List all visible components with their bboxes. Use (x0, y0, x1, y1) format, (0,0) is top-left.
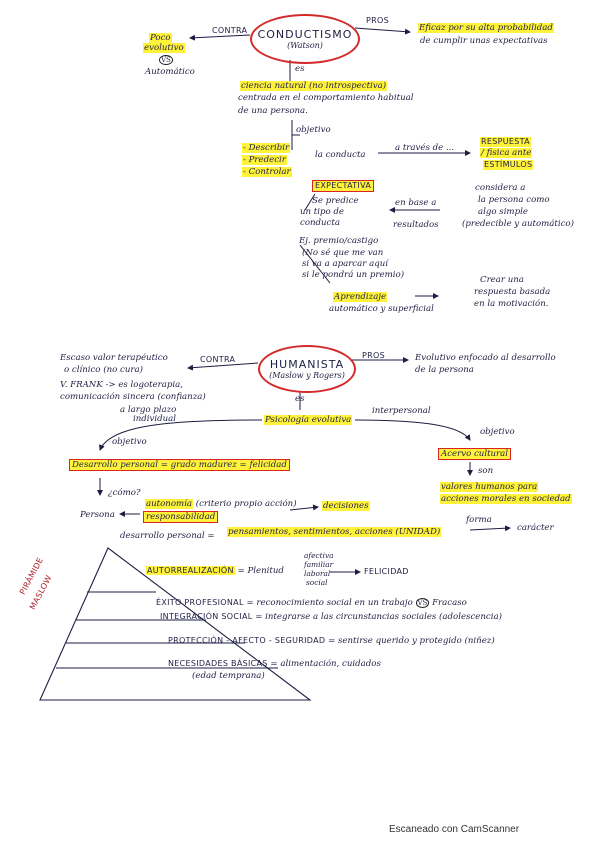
pyramid-vs: VS (415, 598, 430, 608)
conductismo-en-base: en base a (395, 198, 437, 208)
conductismo-exp-1: Se predice (312, 196, 359, 206)
humanista-contra-label: CONTRA (200, 355, 236, 364)
humanista-pensamientos: pensamientos, sentimientos, acciones (UN… (227, 527, 442, 537)
conductismo-ej-4: si le pondrá un premio) (302, 270, 405, 280)
humanista-forma: forma (466, 515, 492, 525)
humanista-persona: Persona (80, 510, 115, 520)
conductismo-estimulos: ESTÍMULOS (483, 160, 534, 170)
conductismo-def-1: ciencia natural (no introspectiva) (240, 81, 388, 91)
conductismo-contra-2: evolutivo (143, 43, 185, 53)
conductismo-a-traves: a través de ... (395, 143, 455, 153)
humanista-psico: Psicología evolutiva (264, 415, 353, 425)
humanista-pro-1: Evolutivo enfocado al desarrollo (415, 353, 556, 363)
conductismo-expectativa: EXPECTATIVA (312, 180, 375, 192)
humanista-pro-2: de la persona (415, 365, 474, 375)
conductismo-exp-3: conducta (300, 218, 340, 228)
humanista-objetivo-left: objetivo (112, 437, 147, 447)
conductismo-pro-1: Eficaz por su alta probabilidad (418, 23, 554, 33)
pyramid-social: social (306, 578, 328, 587)
humanista-responsabilidad: responsabilidad (143, 511, 219, 523)
humanista-autonomia-1: autonomía (145, 499, 194, 509)
pyramid-necesidades: NECESIDADES BÁSICAS (168, 659, 268, 668)
conductismo-es: es (295, 64, 305, 74)
pyramid-familiar: familiar (304, 560, 334, 569)
humanista-title: HUMANISTA (269, 358, 345, 371)
conductismo-exp-2: un tipo de (300, 207, 344, 217)
scanner-footer: Escaneado con CamScanner (389, 824, 520, 835)
conductismo-def-3: de una persona. (238, 106, 308, 116)
conductismo-node: CONDUCTISMO (Watson) (250, 14, 360, 64)
conductismo-author: (Watson) (287, 41, 323, 50)
pyramid-integracion: INTEGRACIÓN SOCIAL (160, 612, 253, 621)
conductismo-obj-1: - Describir (242, 143, 291, 153)
humanista-acervo: Acervo cultural (438, 448, 512, 460)
conductismo-cons-4: (predecible y automático) (462, 219, 574, 229)
conductismo-title: CONDUCTISMO (257, 28, 353, 41)
pyramid-felicidad: FELICIDAD (364, 567, 409, 576)
pyramid-necesidades-2: (edad temprana) (192, 671, 265, 681)
pyramid-laboral: laboral (304, 569, 331, 578)
conductismo-apr-1: Aprendizaje (333, 292, 388, 302)
pyramid-fracaso: Fracaso (432, 598, 467, 608)
pyramid-exito: ÉXITO PROFESIONAL (156, 598, 244, 607)
conductismo-crear-1: Crear una (480, 275, 524, 285)
pyramid-afectivo: afectiva (304, 551, 334, 560)
conductismo-ante: / fisica ante (480, 148, 533, 158)
conductismo-cons-3: algo simple (478, 207, 528, 217)
conductismo-contra-3: Automático (145, 67, 195, 77)
conductismo-apr-2: automático y superficial (329, 304, 434, 314)
conductismo-ej-1: Ej. premio/castigo (299, 236, 379, 246)
conductismo-vs: VS (159, 55, 173, 65)
humanista-contra-3: V. FRANK -> es logoterapia, (60, 380, 184, 390)
conductismo-crear-3: en la motivación. (474, 299, 549, 309)
humanista-author: (Maslow y Rogers) (269, 371, 345, 380)
pyramid-proteccion: PROTECCIÓN - AFECTO - SEGURIDAD (168, 636, 326, 645)
conductismo-contra-label: CONTRA (212, 26, 248, 35)
conductismo-crear-2: respuesta basada (474, 287, 551, 297)
humanista-es: es (295, 394, 305, 404)
humanista-contra-5: a largo plazo (120, 405, 177, 415)
humanista-desarrollo-pers: desarrollo personal = (120, 531, 215, 541)
humanista-son: son (478, 466, 494, 476)
pyramid-exito-eq: = reconocimiento social en un trabajo (246, 598, 413, 608)
conductismo-pro-2: de cumplir unas expectativas (420, 36, 548, 46)
humanista-objetivo-right: objetivo (480, 427, 515, 437)
humanista-desarrollo: Desarrollo personal = grado madurez = fe… (69, 459, 290, 471)
humanista-node: HUMANISTA (Maslow y Rogers) (258, 345, 356, 393)
conductismo-def-2: centrada en el comportamiento habitual (238, 93, 414, 103)
conductismo-contra-1: Poco (149, 33, 172, 43)
humanista-pros-label: PROS (362, 351, 385, 360)
conductismo-ej-3: si va a aparcar aquí (302, 259, 388, 269)
conductismo-obj-3: - Controlar (242, 167, 292, 177)
humanista-contra-4: comunicación sincera (confianza) (60, 392, 206, 402)
humanista-autonomia-2: (criterio propio acción) (195, 499, 297, 509)
conductismo-respuesta: RESPUESTA (480, 137, 531, 147)
pyramid-auto: AUTORREALIZACIÓN (146, 566, 235, 575)
conductismo-pros-label: PROS (366, 16, 389, 25)
conductismo-obj-text: la conducta (315, 150, 366, 160)
pyramid-proteccion-eq: = sentirse querido y protegido (niñez) (328, 636, 495, 646)
humanista-decisiones: decisiones (322, 501, 370, 511)
humanista-valores-2: acciones morales en sociedad (440, 494, 572, 504)
pyramid-auto-eq: = Plenitud (237, 566, 284, 576)
conductismo-obj-2: - Predecir (242, 155, 287, 165)
pyramid-integracion-eq: = integrarse a las circunstancias social… (255, 612, 502, 622)
conductismo-resultados: resultados (393, 220, 439, 230)
conductismo-cons-2: la persona como (478, 195, 550, 205)
conductismo-ej-2: (No sé que me van (302, 248, 384, 258)
pyramid-necesidades-eq: = alimentación, cuidados (270, 659, 381, 669)
conductismo-objetivo: objetivo (296, 125, 331, 135)
humanista-como: ¿cómo? (108, 488, 141, 498)
humanista-contra-2: o clínico (no cura) (64, 365, 143, 375)
humanista-valores-1: valores humanos para (440, 482, 539, 492)
humanista-interpersonal: interpersonal (372, 406, 431, 416)
humanista-contra-6: individual (133, 414, 177, 424)
conductismo-cons-1: considera a (475, 183, 526, 193)
humanista-caracter: carácter (517, 523, 554, 533)
humanista-contra-1: Escaso valor terapéutico (60, 353, 168, 363)
